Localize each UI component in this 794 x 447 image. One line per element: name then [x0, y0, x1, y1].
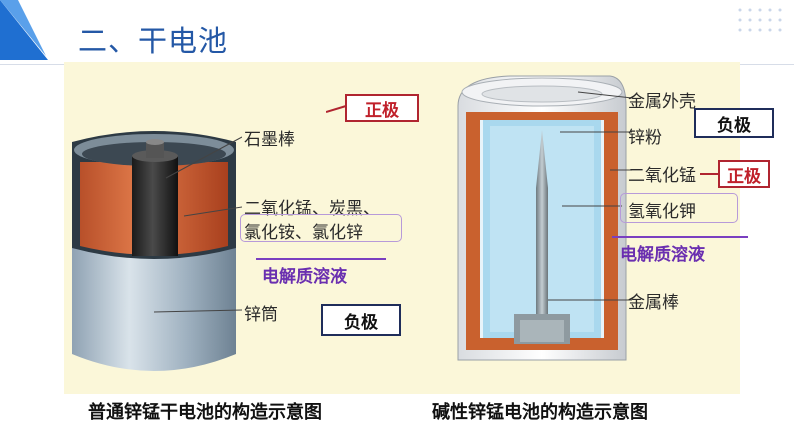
highlight-electrolyte-box	[240, 214, 402, 242]
positive-electrode-tag-right: 正极	[718, 160, 770, 188]
page-title: 二、干电池	[78, 24, 229, 58]
decorative-dot-grid	[738, 8, 782, 32]
caption-left: 普通锌锰干电池的构造示意图	[88, 402, 322, 423]
highlight-koh-box	[620, 193, 738, 223]
alkaline-battery-illustration	[457, 75, 632, 361]
label-metal-rod: 金属棒	[628, 293, 679, 313]
corner-accent-triangle	[0, 0, 48, 60]
electrolyte-tag-right: 电解质溶液	[620, 245, 705, 265]
caption-right: 碱性锌锰电池的构造示意图	[432, 402, 648, 423]
zinc-manganese-battery-illustration	[72, 131, 242, 371]
label-carbon-rod: 石墨棒	[244, 130, 295, 150]
arrow-icon	[326, 105, 347, 113]
positive-electrode-tag: 正极	[345, 94, 419, 122]
label-mno2: 二氧化锰	[628, 166, 696, 186]
label-zinc-can: 锌筒	[244, 305, 278, 325]
electrolyte-tag-left: 电解质溶液	[262, 267, 347, 287]
arrow-icon	[700, 173, 720, 175]
label-metal-shell: 金属外壳	[628, 92, 696, 112]
label-mixture-line2: 氯化铵、氯化锌	[244, 223, 363, 243]
negative-electrode-tag: 负极	[321, 304, 401, 336]
underline-connector	[256, 258, 386, 260]
negative-electrode-tag-right: 负极	[694, 108, 774, 138]
label-zinc-powder: 锌粉	[628, 128, 662, 148]
label-koh: 氢氧化钾	[628, 202, 696, 222]
underline-connector-right	[612, 236, 748, 238]
